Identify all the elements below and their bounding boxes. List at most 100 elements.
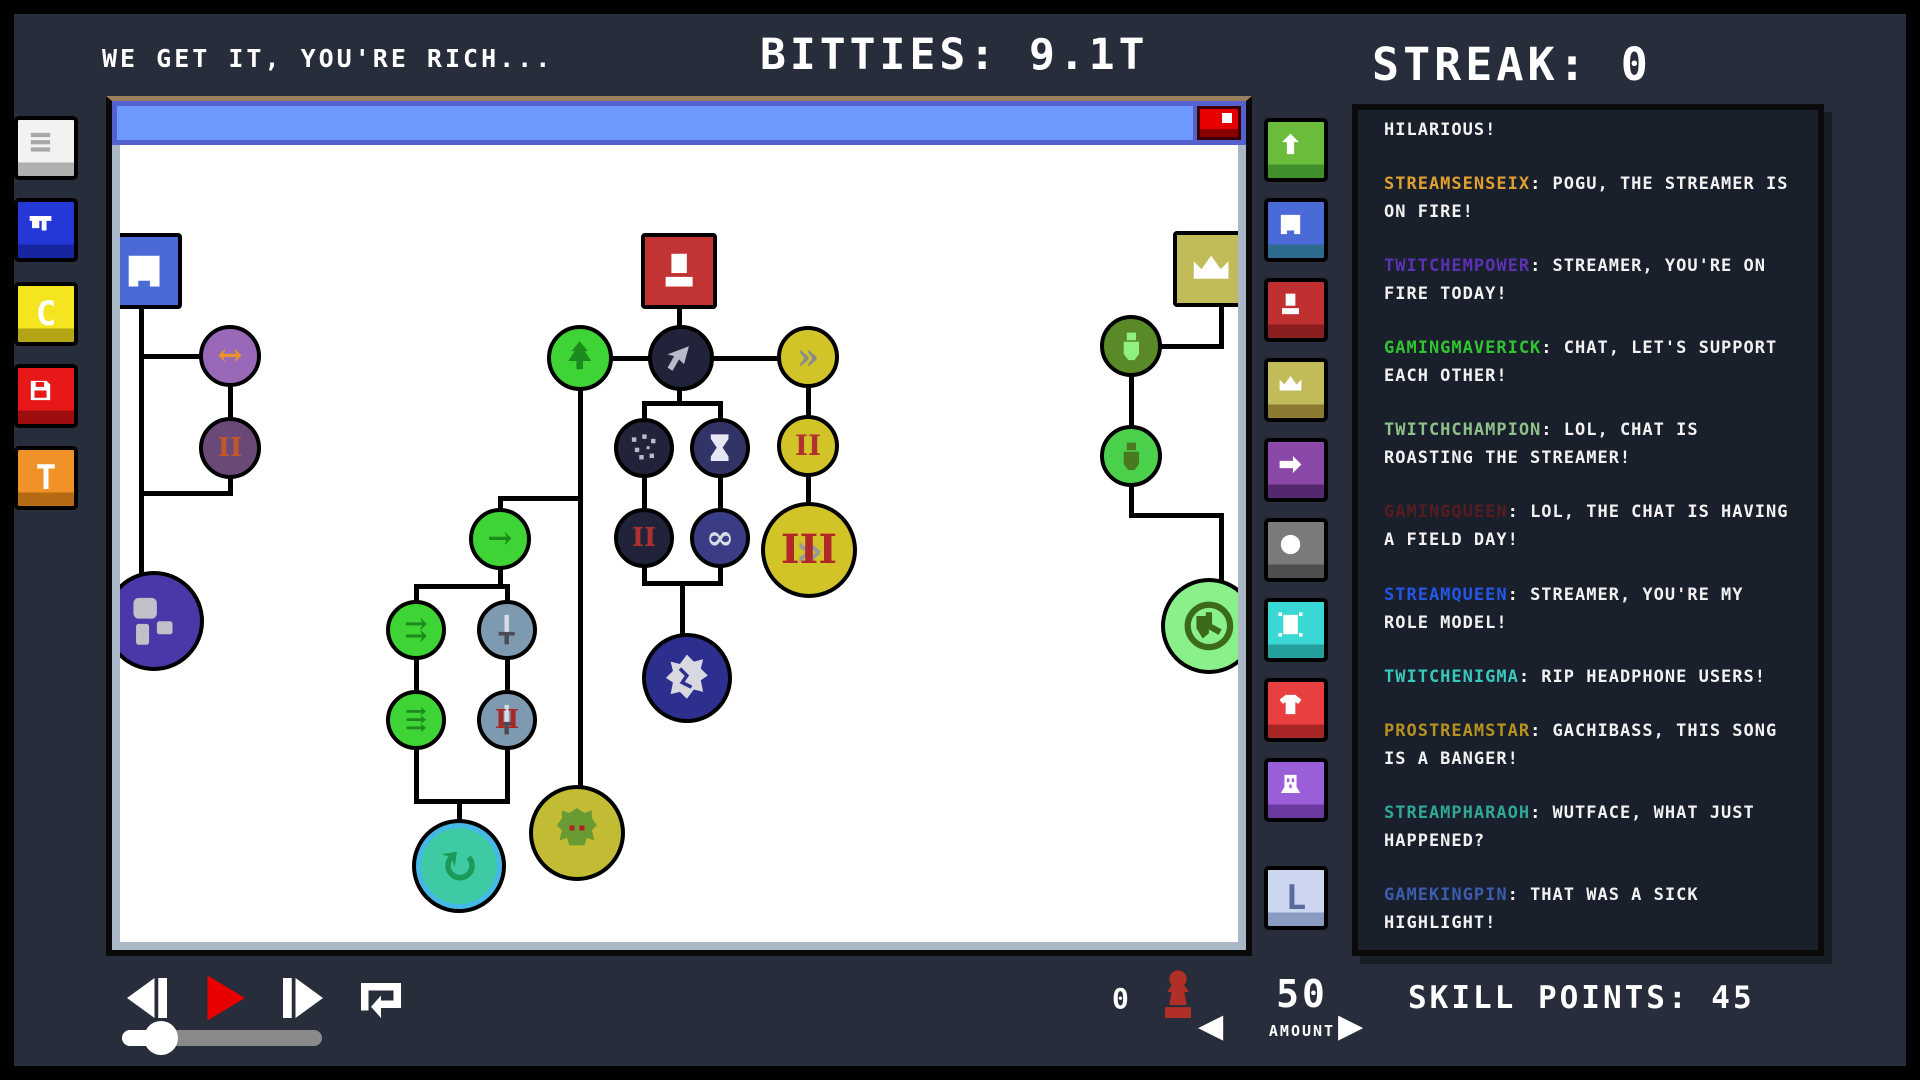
node-glyph: ↔ bbox=[217, 338, 243, 373]
person-icon bbox=[1276, 290, 1316, 330]
play-button[interactable] bbox=[194, 968, 256, 1028]
skill-node-green-arrow[interactable]: → bbox=[469, 508, 531, 570]
window-titlebar[interactable] bbox=[112, 101, 1246, 145]
chat-username: TWITCHCHAMPION bbox=[1384, 420, 1542, 441]
node-glyph: → bbox=[487, 521, 513, 556]
skill-node-hourglass[interactable] bbox=[690, 418, 750, 478]
skill-node-world-clock[interactable] bbox=[1161, 578, 1238, 674]
crumple-icon bbox=[646, 637, 728, 719]
chat-username: GAMEKINGPIN bbox=[1384, 884, 1508, 905]
skill-node-cursor[interactable] bbox=[648, 325, 714, 391]
crown-icon bbox=[1276, 370, 1316, 410]
t-button-label: T bbox=[35, 458, 57, 498]
streamer-button[interactable] bbox=[1264, 278, 1328, 342]
skill-node-creature[interactable] bbox=[529, 785, 625, 881]
chat-message: GAMINGQUEEN: LOL, THE CHAT IS HAVING A F… bbox=[1384, 502, 1789, 551]
skill-node-viewer-green[interactable] bbox=[1100, 425, 1162, 487]
m-rack-button[interactable] bbox=[14, 198, 78, 262]
skill-node-green-triple-arrow[interactable]: ⇶ bbox=[386, 690, 446, 750]
skill-tree-window: ↔ II » II II ∞ »III → ⇉ ⇶ II ↻ bbox=[106, 96, 1252, 956]
upgrade-arrow-button[interactable] bbox=[1264, 118, 1328, 182]
skill-node-tree[interactable] bbox=[547, 325, 613, 391]
skill-node-chest-blue[interactable] bbox=[120, 233, 182, 309]
chat-username: TWITCHENIGMA bbox=[1384, 666, 1519, 687]
amount-increase-button[interactable]: ▶ bbox=[1338, 1000, 1367, 1049]
chat-panel[interactable]: HILARIOUS!STREAMSENSEIX: POGU, THE STREA… bbox=[1352, 104, 1824, 956]
frame-button[interactable] bbox=[1264, 598, 1328, 662]
arrow-up-icon bbox=[1276, 130, 1316, 170]
chat-message: TWITCHENIGMA: RIP HEADPHONE USERS! bbox=[1384, 666, 1766, 687]
l-button[interactable]: L bbox=[1264, 866, 1328, 930]
chat-username: PROSTREAMSTAR bbox=[1384, 720, 1531, 741]
step-back-button[interactable] bbox=[116, 968, 178, 1028]
t-button[interactable]: T bbox=[14, 446, 78, 510]
figure-icon bbox=[1104, 429, 1158, 483]
skill-node-swap-arrows[interactable]: ↔ bbox=[199, 325, 261, 387]
skill-node-crown-khaki[interactable] bbox=[1173, 231, 1238, 307]
chat-message: HILARIOUS! bbox=[1384, 120, 1497, 140]
chat-message: TWITCHEMPOWER: STREAMER, YOU'RE ON FIRE … bbox=[1384, 256, 1766, 305]
chat-username: GAMINGQUEEN bbox=[1384, 502, 1508, 523]
slider-knob[interactable] bbox=[144, 1021, 178, 1055]
chat-message: GAMINGMAVERICK: CHAT, LET'S SUPPORT EACH… bbox=[1384, 338, 1778, 387]
pawn-icon bbox=[1152, 966, 1204, 1024]
save-button[interactable] bbox=[14, 364, 78, 428]
rich-note-text: WE GET IT, YOU'RE RICH... bbox=[102, 44, 554, 73]
crown-button[interactable] bbox=[1264, 358, 1328, 422]
chat-username: STREAMQUEEN bbox=[1384, 584, 1508, 605]
chat-username: GAMINGMAVERICK bbox=[1384, 338, 1542, 359]
crown-icon bbox=[1177, 235, 1238, 303]
skill-node-coin-three[interactable]: »III bbox=[761, 502, 857, 598]
tree-connector bbox=[139, 354, 233, 359]
c-button[interactable]: C bbox=[14, 282, 78, 346]
skill-node-yellow-two[interactable]: II bbox=[777, 415, 839, 477]
streak-counter: STREAK: 0 bbox=[1372, 38, 1652, 91]
shirt-button[interactable] bbox=[1264, 678, 1328, 742]
titlebar-drag-area[interactable] bbox=[117, 106, 1193, 140]
skill-node-relic-indigo[interactable] bbox=[120, 571, 204, 671]
timeline-slider[interactable] bbox=[122, 1021, 322, 1055]
clock-icon bbox=[1165, 582, 1238, 670]
ball-icon bbox=[1276, 530, 1316, 570]
creature-icon bbox=[533, 789, 621, 877]
skill-node-viewer-dark[interactable] bbox=[1100, 315, 1162, 377]
skill-node-fast-forward[interactable]: » bbox=[777, 326, 839, 388]
menu-button[interactable] bbox=[14, 116, 78, 180]
robot-button[interactable] bbox=[1264, 758, 1328, 822]
step-forward-button[interactable] bbox=[272, 968, 334, 1028]
skill-node-sword-two[interactable]: II bbox=[477, 690, 537, 750]
tree-connector bbox=[642, 401, 723, 406]
skill-node-confetti[interactable] bbox=[614, 418, 674, 478]
close-button[interactable] bbox=[1197, 106, 1241, 140]
skill-node-recycle[interactable]: ↻ bbox=[412, 819, 506, 913]
node-glyph: II bbox=[631, 523, 657, 553]
skill-node-sword[interactable] bbox=[477, 600, 537, 660]
skill-points-counter: SKILL POINTS: 45 bbox=[1408, 980, 1755, 1016]
amount-decrease-button[interactable]: ◀ bbox=[1198, 1000, 1227, 1049]
skill-node-dark-two[interactable]: II bbox=[614, 508, 674, 568]
node-glyph: II bbox=[217, 433, 243, 463]
chat-message: GAMEKINGPIN: THAT WAS A SICK HIGHLIGHT! bbox=[1384, 884, 1699, 933]
chat-message: PROSTREAMSTAR: GACHIBASS, THIS SONG IS A… bbox=[1384, 720, 1778, 769]
arrow-right-button[interactable] bbox=[1264, 438, 1328, 502]
cursor-icon bbox=[652, 329, 710, 387]
node-glyph: ∞ bbox=[705, 518, 735, 558]
skill-node-swap-two[interactable]: II bbox=[199, 417, 261, 479]
skill-tree-canvas[interactable]: ↔ II » II II ∞ »III → ⇉ ⇶ II ↻ bbox=[112, 145, 1246, 950]
box-button[interactable] bbox=[1264, 198, 1328, 262]
tree-connector bbox=[498, 496, 583, 501]
skill-node-green-double-arrow[interactable]: ⇉ bbox=[386, 600, 446, 660]
hourglass-icon bbox=[694, 422, 746, 474]
skill-node-streamer[interactable] bbox=[641, 233, 717, 309]
loop-button[interactable] bbox=[350, 968, 412, 1028]
node-badge: » bbox=[795, 523, 823, 577]
skill-node-infinity[interactable]: ∞ bbox=[690, 508, 750, 568]
comb-icon bbox=[26, 210, 66, 250]
menu-icon bbox=[26, 128, 66, 168]
skill-node-crumple[interactable] bbox=[642, 633, 732, 723]
confetti-icon bbox=[618, 422, 670, 474]
ball-button[interactable] bbox=[1264, 518, 1328, 582]
blob-icon bbox=[120, 575, 200, 667]
box-icon bbox=[120, 237, 178, 305]
tree-connector bbox=[680, 581, 685, 681]
